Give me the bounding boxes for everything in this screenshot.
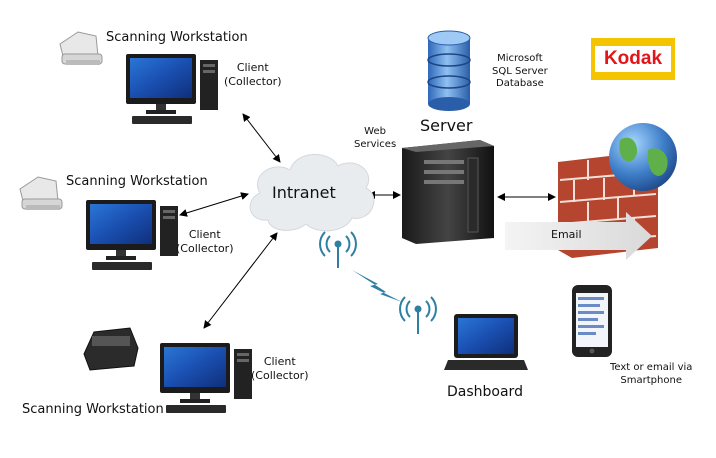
arrow-ws1-intranet xyxy=(242,113,281,163)
workstation-title-3: Scanning Workstation xyxy=(22,402,164,417)
smartphone-label: Text or email via Smartphone xyxy=(610,362,692,387)
web-services-line2: Services xyxy=(354,138,397,150)
wireless-signal-icon-2 xyxy=(399,296,437,334)
client-label-1: Client (Collector) xyxy=(224,61,282,89)
arrow-ws2-intranet xyxy=(179,192,249,217)
workstation-title-2: Scanning Workstation xyxy=(66,174,208,189)
database-icon xyxy=(427,30,471,111)
intranet-label: Intranet xyxy=(272,183,336,202)
lightning-icon xyxy=(352,270,402,302)
client-label-1-line1: Client xyxy=(236,61,269,74)
workstation-title-1: Scanning Workstation xyxy=(106,30,248,45)
dashboard-label: Dashboard xyxy=(447,384,523,400)
email-arrow-icon xyxy=(505,212,652,260)
database-line1: Microsoft xyxy=(497,53,543,64)
wireless-signal-icon-1 xyxy=(319,231,357,268)
smartphone-icon xyxy=(572,285,612,357)
kodak-logo: Kodak xyxy=(591,38,675,80)
globe-icon xyxy=(609,123,677,191)
kodak-logo-text: Kodak xyxy=(595,46,671,72)
client-label-3-line1: Client xyxy=(263,355,296,368)
client-label-1-line2: (Collector) xyxy=(224,74,282,88)
scanner-icon-2 xyxy=(19,176,63,211)
server-tower-icon xyxy=(402,140,494,244)
scanner-icon-1 xyxy=(59,31,103,66)
client-label-3-line2: (Collector) xyxy=(251,368,309,382)
document-scanner-icon-3 xyxy=(83,327,139,371)
smartphone-line1: Text or email via xyxy=(610,362,693,373)
database-line3: Database xyxy=(496,78,544,89)
desktop-computer-icon-1 xyxy=(126,54,218,124)
intranet-cloud-icon xyxy=(249,153,375,232)
web-services-label: Web Services xyxy=(354,126,396,151)
client-label-3: Client (Collector) xyxy=(251,355,309,383)
arrow-ws3-intranet xyxy=(203,232,278,329)
web-services-line1: Web xyxy=(364,126,386,137)
desktop-computer-icon-2 xyxy=(86,200,178,270)
database-line2: SQL Server xyxy=(492,65,548,77)
client-label-2: Client (Collector) xyxy=(176,228,234,256)
desktop-computer-icon-3 xyxy=(160,343,252,413)
server-label: Server xyxy=(420,116,473,135)
email-label: Email xyxy=(551,228,582,241)
client-label-2-line1: Client xyxy=(188,228,221,241)
laptop-icon xyxy=(444,314,528,370)
smartphone-line2: Smartphone xyxy=(620,374,682,386)
database-label: Microsoft SQL Server Database xyxy=(492,53,548,91)
client-label-2-line2: (Collector) xyxy=(176,241,234,255)
